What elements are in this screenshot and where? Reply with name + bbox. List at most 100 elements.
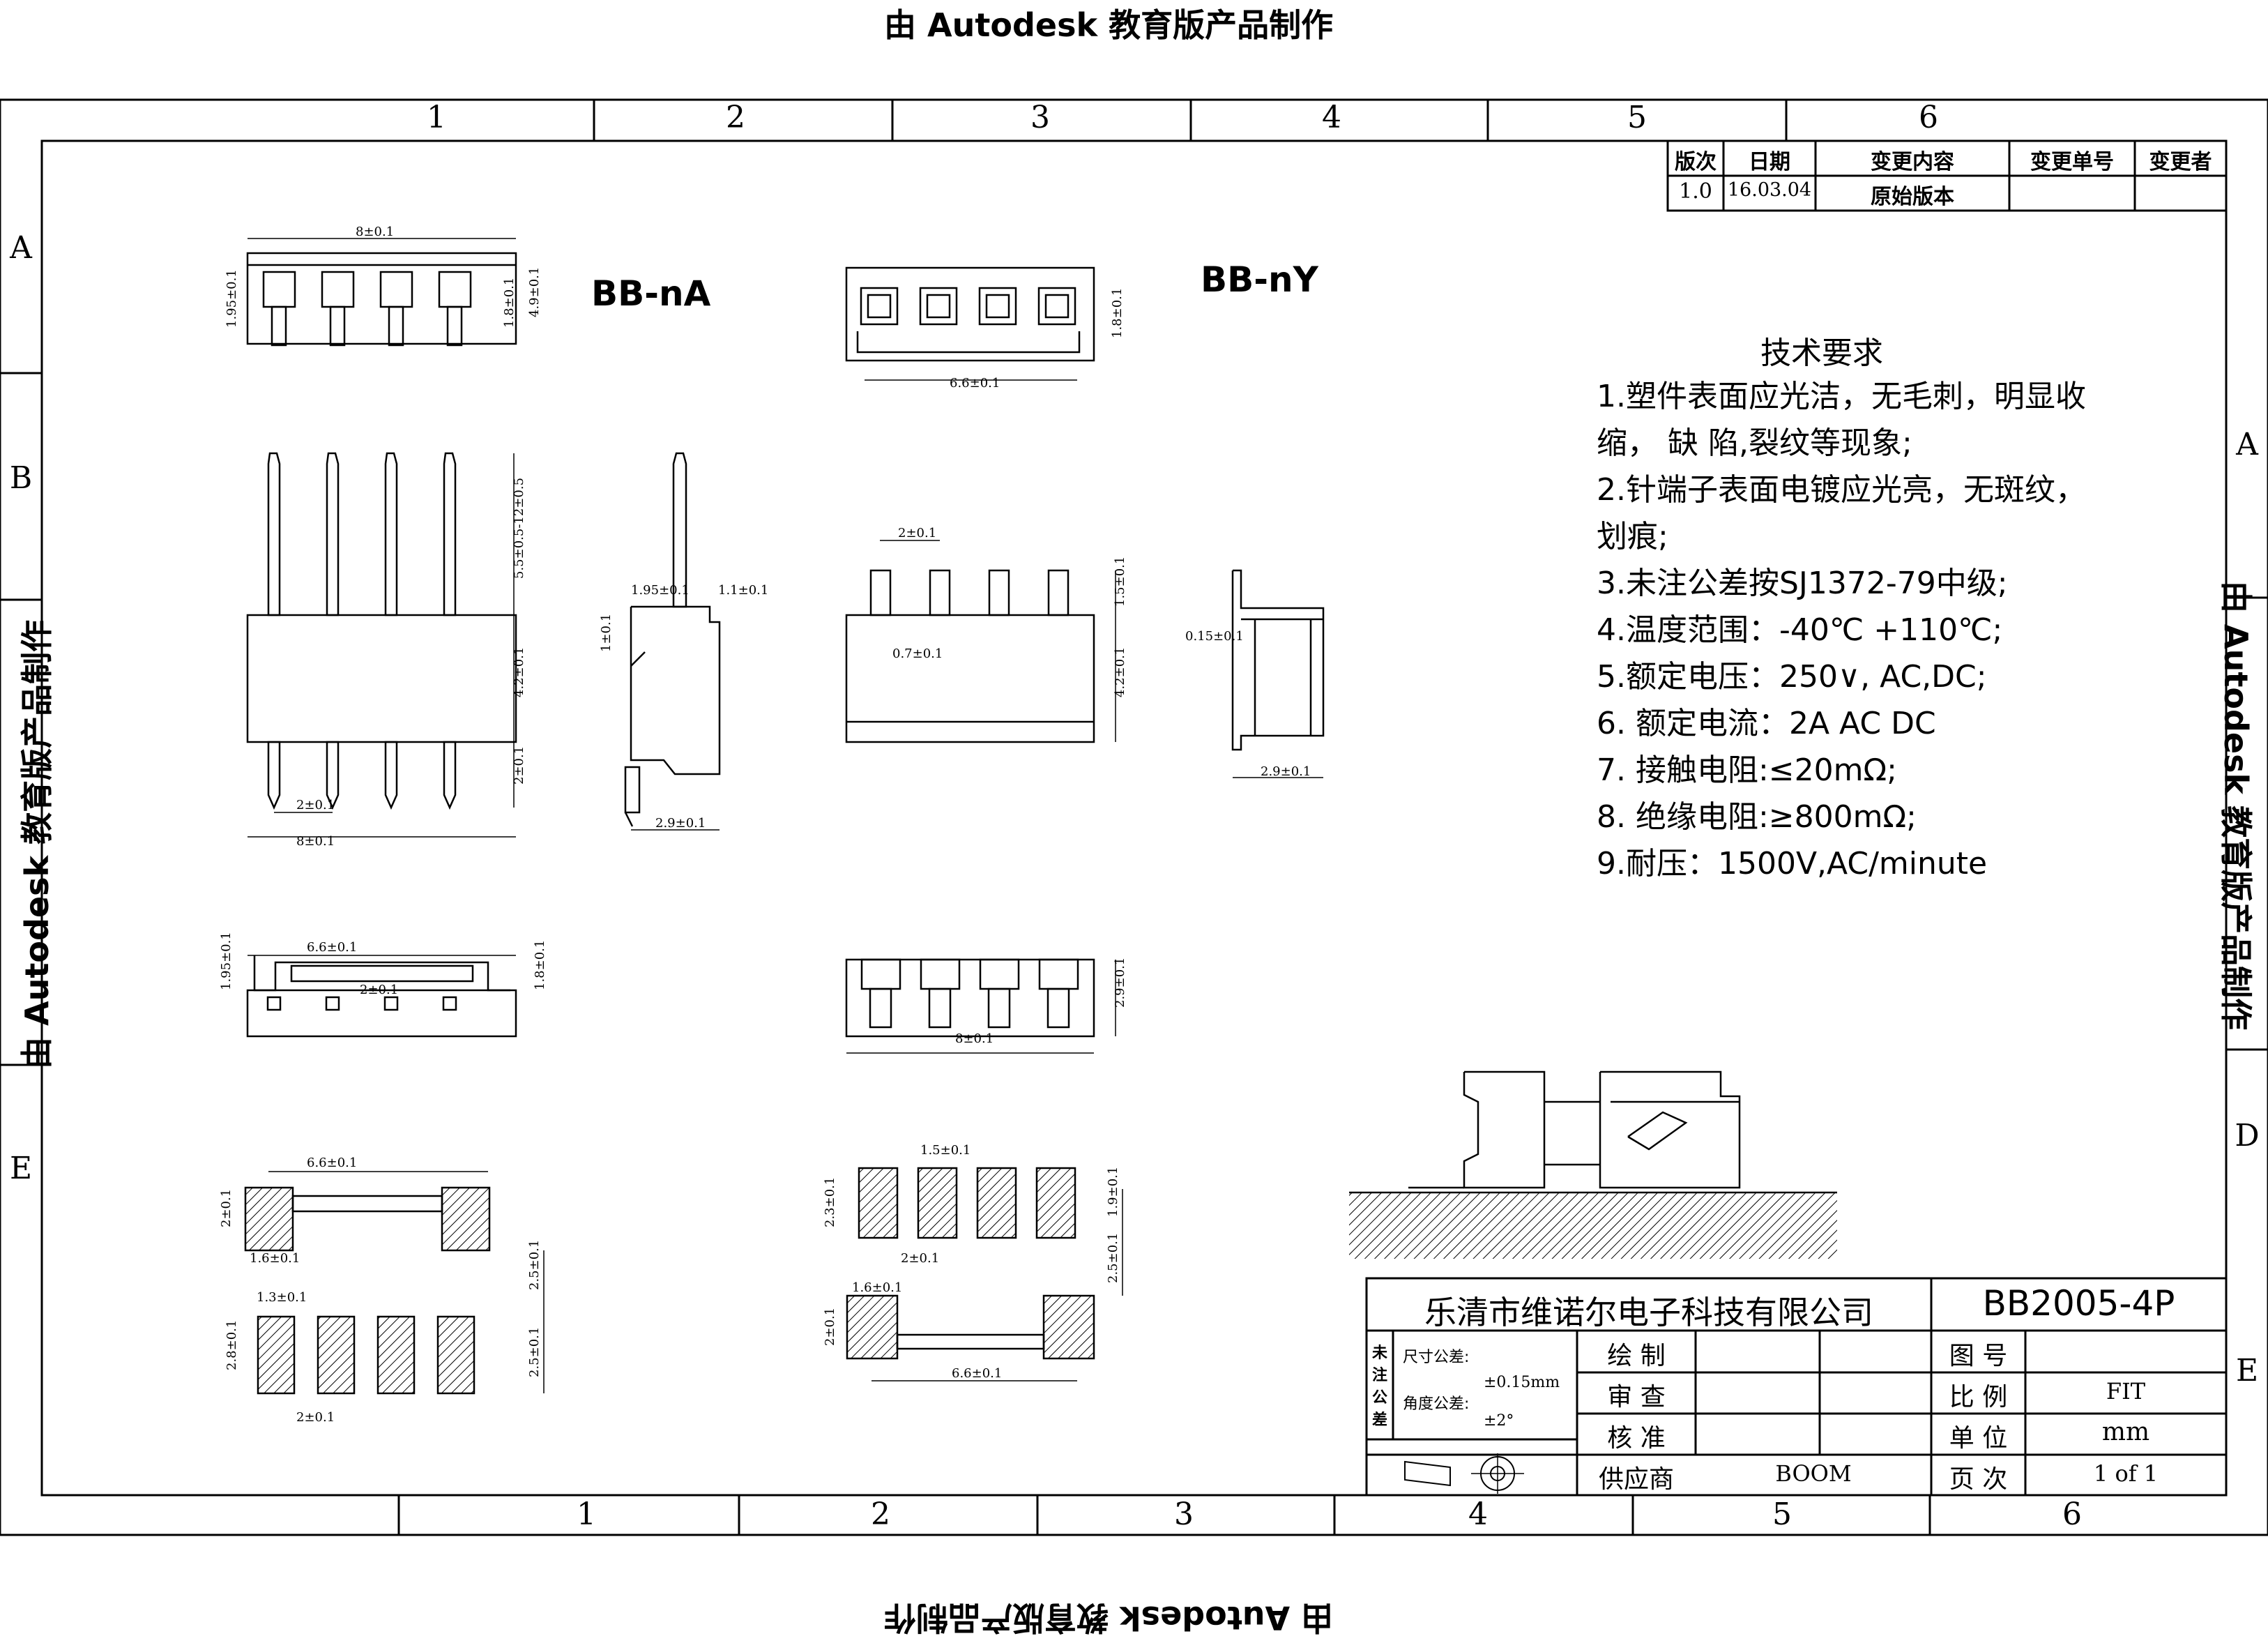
inner-frame bbox=[40, 139, 2228, 1497]
svg-text:0.7±0.1: 0.7±0.1 bbox=[892, 646, 943, 661]
zone-top-4: 4 bbox=[1322, 100, 1341, 135]
requirement-line: 3.未注公差按SJ1372-79中级; bbox=[1597, 566, 2008, 601]
svg-text:1.95±0.1: 1.95±0.1 bbox=[224, 269, 239, 328]
svg-text:1.3±0.1: 1.3±0.1 bbox=[257, 1290, 307, 1305]
page-value: 1 of 1 bbox=[2093, 1460, 2159, 1487]
label-supplier: 供应商 bbox=[1598, 1465, 1674, 1494]
bbny-front-view bbox=[845, 569, 1095, 743]
svg-text:8±0.1: 8±0.1 bbox=[296, 834, 335, 849]
zone-left-a: A bbox=[10, 230, 32, 266]
zone-top-5: 5 bbox=[1627, 100, 1647, 135]
label-bb-na: BB-nA bbox=[591, 273, 711, 314]
zone-top-2: 2 bbox=[726, 100, 745, 135]
svg-text:1.8±0.1: 1.8±0.1 bbox=[1110, 288, 1125, 338]
svg-text:6.6±0.1: 6.6±0.1 bbox=[307, 1156, 357, 1170]
bbny-plan-view bbox=[845, 958, 1095, 1038]
rev-header-content: 变更内容 bbox=[1871, 150, 1954, 174]
svg-text:4.2±0.1: 4.2±0.1 bbox=[512, 647, 526, 697]
zone-bottom-6: 6 bbox=[2062, 1497, 2082, 1532]
svg-text:4.2±0.1: 4.2±0.1 bbox=[1113, 647, 1127, 697]
svg-text:1.9±0.1: 1.9±0.1 bbox=[1106, 1167, 1120, 1217]
svg-text:0.15±0.1: 0.15±0.1 bbox=[1185, 629, 1244, 644]
bbny-top-view bbox=[845, 266, 1095, 362]
svg-text:2±0.1: 2±0.1 bbox=[901, 1251, 939, 1266]
svg-text:1.5±0.1: 1.5±0.1 bbox=[1113, 556, 1127, 607]
zone-top-3: 3 bbox=[1030, 100, 1050, 135]
label-scale: 比 例 bbox=[1949, 1383, 2008, 1411]
svg-text:2±0.1: 2±0.1 bbox=[296, 1410, 335, 1425]
zone-left-b: B bbox=[9, 460, 33, 496]
zone-bottom-2: 2 bbox=[871, 1497, 890, 1532]
bbna-front-view bbox=[246, 452, 517, 810]
label-checked: 审 查 bbox=[1607, 1383, 1666, 1411]
zone-bottom-3: 3 bbox=[1174, 1497, 1194, 1532]
rev-header-author: 变更者 bbox=[2149, 150, 2212, 174]
tolerance-dim-label: 尺寸公差: bbox=[1403, 1349, 1470, 1366]
tolerance-angle-label: 角度公差: bbox=[1403, 1395, 1470, 1413]
requirement-line: 1.塑件表面应光洁，无毛刺，明显收 bbox=[1597, 379, 2086, 414]
svg-text:2.5±0.1: 2.5±0.1 bbox=[527, 1327, 542, 1377]
svg-text:6.6±0.1: 6.6±0.1 bbox=[307, 940, 357, 955]
label-unit: 单 位 bbox=[1949, 1424, 2008, 1453]
svg-text:2±0.1: 2±0.1 bbox=[823, 1308, 837, 1346]
svg-text:8±0.1: 8±0.1 bbox=[356, 225, 394, 239]
watermark-top: 由 Autodesk 教育版产品制作 bbox=[884, 6, 1334, 44]
svg-text:5.5±0.5-12±0.5: 5.5±0.5-12±0.5 bbox=[512, 478, 526, 579]
rev-cell-content: 原始版本 bbox=[1871, 185, 1954, 209]
requirement-line: 缩， 缺 陷,裂纹等现象; bbox=[1597, 425, 1912, 461]
svg-text:1.8±0.1: 1.8±0.1 bbox=[533, 940, 547, 990]
requirement-line: 划痕; bbox=[1597, 519, 1668, 554]
svg-text:2±0.1: 2±0.1 bbox=[898, 526, 936, 540]
zone-right-e: E bbox=[2235, 1353, 2259, 1388]
svg-text:2±0.1: 2±0.1 bbox=[360, 983, 398, 997]
rev-header-order: 变更单号 bbox=[2030, 150, 2114, 174]
svg-text:1.6±0.1: 1.6±0.1 bbox=[250, 1251, 300, 1266]
zone-right-d: D bbox=[2235, 1118, 2260, 1153]
requirements-list: 1.塑件表面应光洁，无毛刺，明显收 缩， 缺 陷,裂纹等现象; 2.针端子表面电… bbox=[1597, 373, 2086, 887]
bbna-plan-view bbox=[246, 955, 517, 1038]
svg-text:2±0.1: 2±0.1 bbox=[219, 1189, 234, 1227]
svg-text:2±0.1: 2±0.1 bbox=[512, 746, 526, 785]
zone-bottom-1: 1 bbox=[577, 1497, 596, 1532]
zone-bottom-5: 5 bbox=[1772, 1497, 1792, 1532]
svg-text:2.5±0.1: 2.5±0.1 bbox=[1106, 1233, 1120, 1283]
mating-section-view bbox=[1349, 1070, 1837, 1259]
svg-text:6.6±0.1: 6.6±0.1 bbox=[950, 376, 1000, 391]
rev-cell-date: 16.03.04 bbox=[1727, 179, 1812, 201]
zone-left-e: E bbox=[9, 1151, 33, 1186]
rev-header-version: 版次 bbox=[1675, 150, 1717, 174]
tolerance-angle-value: ±2° bbox=[1484, 1412, 1514, 1430]
svg-text:2.8±0.1: 2.8±0.1 bbox=[224, 1320, 239, 1370]
requirements-title: 技术要求 bbox=[1760, 335, 1883, 371]
label-drawn: 绘 制 bbox=[1607, 1342, 1666, 1370]
svg-text:6.6±0.1: 6.6±0.1 bbox=[952, 1366, 1002, 1381]
tolerance-heading: 未注公差 bbox=[1371, 1345, 1387, 1429]
svg-text:1.95±0.1: 1.95±0.1 bbox=[219, 932, 234, 990]
supplier-value: BOOM bbox=[1775, 1460, 1852, 1487]
bbna-side-view bbox=[624, 452, 721, 827]
rev-header-date: 日期 bbox=[1749, 150, 1790, 174]
svg-text:1±0.1: 1±0.1 bbox=[599, 614, 614, 652]
scale-value: FIT bbox=[2106, 1378, 2146, 1404]
bbny-side-view bbox=[1231, 569, 1325, 751]
svg-text:2.9±0.1: 2.9±0.1 bbox=[1261, 764, 1311, 779]
zone-top-6: 6 bbox=[1919, 100, 1938, 135]
company-name: 乐清市维诺尔电子科技有限公司 bbox=[1424, 1294, 1873, 1331]
svg-text:1.95±0.1: 1.95±0.1 bbox=[631, 583, 690, 598]
bbna-footprint bbox=[244, 1186, 491, 1395]
svg-text:1.6±0.1: 1.6±0.1 bbox=[852, 1280, 902, 1295]
requirement-line: 2.针端子表面电镀应光亮，无斑纹， bbox=[1597, 472, 2086, 508]
requirement-line: 5.额定电压：250∨, AC,DC; bbox=[1597, 659, 1987, 695]
label-page: 页 次 bbox=[1949, 1465, 2008, 1494]
label-bb-ny: BB-nY bbox=[1201, 259, 1318, 300]
requirement-line: 4.温度范围：-40℃ +110℃; bbox=[1597, 612, 2003, 648]
rev-cell-version: 1.0 bbox=[1679, 179, 1712, 204]
svg-text:1.1±0.1: 1.1±0.1 bbox=[718, 583, 768, 598]
svg-text:2.3±0.1: 2.3±0.1 bbox=[823, 1177, 837, 1227]
tolerance-dim-value: ±0.15mm bbox=[1484, 1374, 1560, 1391]
label-approved: 核 准 bbox=[1607, 1424, 1666, 1453]
svg-text:2.9±0.1: 2.9±0.1 bbox=[1113, 957, 1127, 1008]
svg-text:8±0.1: 8±0.1 bbox=[955, 1031, 994, 1046]
zone-right-a: A bbox=[2236, 427, 2258, 462]
svg-text:2.5±0.1: 2.5±0.1 bbox=[527, 1240, 542, 1290]
